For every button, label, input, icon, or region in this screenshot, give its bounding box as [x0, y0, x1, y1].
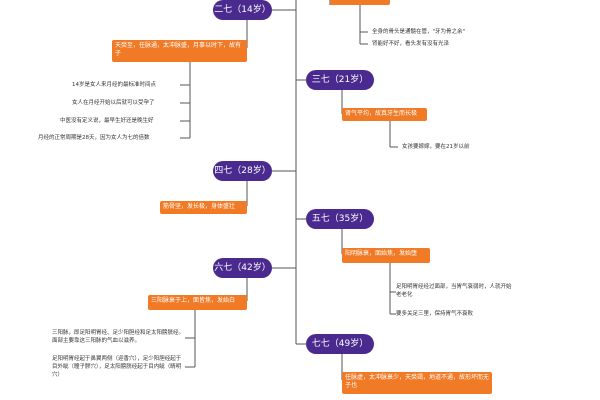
- note-kidney-hair: 肾能好不好，看头发有没有光泽: [372, 41, 450, 47]
- node-age-49: 七七（49岁）: [306, 334, 374, 354]
- note-42-three-yang: 三阳脉，即足阳明胃经、足少阳胆经和足太阳膀胱经。面部主要靠这三阳脉的气血以滋养。: [52, 330, 185, 344]
- note-14-menstruation-start: 14岁是女人来月经的最标准时间点: [72, 82, 156, 88]
- note-35-stomach-channel: 足阳明胃经经过面部，当胃气衰弱时，人就开始老老化: [396, 284, 512, 298]
- note-42-origins: 足阳明胃经起于鼻翼两侧（迎香穴），足少阳胆经起于目外眦（瞳子髎穴），足太阳膀胱经…: [52, 356, 182, 378]
- note-21-marriage: 女孩要嫁嫁，要在21岁以前: [402, 144, 470, 150]
- box-age-49: 任脉虚，太冲脉衰少，天癸竭，地道不通，故形坏而无子也: [342, 372, 492, 394]
- note-bones: 全身的骨头是通髓在管，"牙为骨之余": [372, 29, 466, 35]
- node-age-35: 五七（35岁）: [306, 209, 374, 229]
- box-age-28: 筋骨坚，发长极，身体盛壮: [160, 201, 247, 214]
- note-14-cycle: 月经的正常周期是28天，因为女人为七的倍数: [38, 135, 150, 141]
- box-age-42: 三阳脉衰于上，面皆焦，发始白: [148, 295, 247, 310]
- box-top: [330, 0, 390, 5]
- box-age-21: 肾气平均，故真牙生而长极: [342, 108, 427, 121]
- node-age-42: 六七（42岁）: [213, 258, 272, 278]
- note-14-fertility: 女人在月经开始以后就可以受孕了: [72, 100, 155, 106]
- node-age-28: 四七（28岁）: [213, 161, 272, 181]
- box-age-14: 天癸至，任脉通，太冲脉盛，月事以时下，故有子: [112, 40, 247, 62]
- note-35-zusanli: 要多关足三里，保持胃气不衰败: [396, 311, 474, 317]
- node-age-21: 三七（21岁）: [306, 70, 374, 90]
- node-age-14: 二七（14岁）: [213, 0, 272, 20]
- box-age-35: 阳明脉衰，面始焦，发始堕: [342, 248, 430, 263]
- note-14-childbirth-age: 中医没有定义说，最早生好还是晚生好: [60, 118, 154, 124]
